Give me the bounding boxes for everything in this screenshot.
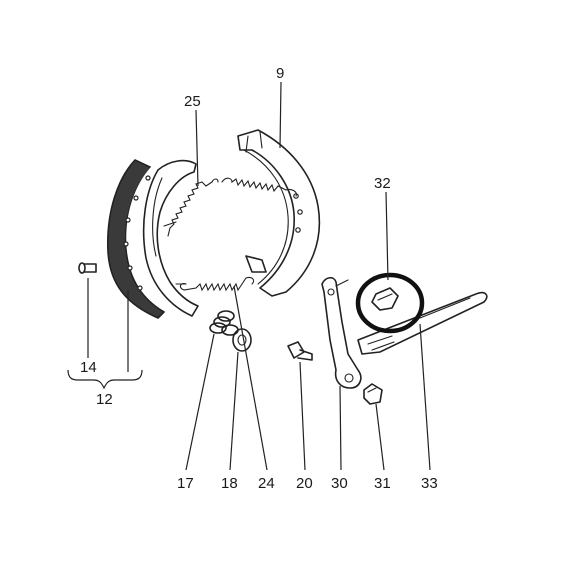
label-part-32: 32 xyxy=(374,175,391,192)
retaining-clip xyxy=(363,383,383,405)
leader-lines xyxy=(67,81,431,471)
adjuster-strut xyxy=(357,291,488,355)
label-part-12: 12 xyxy=(96,391,113,408)
brake-shoe-lining xyxy=(106,159,165,319)
adjuster-clip xyxy=(371,287,399,311)
upper-cross-spring xyxy=(221,177,297,197)
label-part-20: 20 xyxy=(296,475,313,492)
upper-return-spring xyxy=(167,178,219,237)
label-part-17: 17 xyxy=(177,475,194,492)
label-part-14: 14 xyxy=(80,359,97,376)
brake-shoe-right xyxy=(237,129,321,297)
adjuster-bolt xyxy=(287,341,313,361)
label-part-9: 9 xyxy=(276,65,284,82)
label-part-18: 18 xyxy=(221,475,238,492)
label-part-33: 33 xyxy=(421,475,438,492)
label-part-30: 30 xyxy=(331,475,348,492)
hold-down-spring xyxy=(209,310,239,336)
lower-return-spring xyxy=(175,276,255,292)
part-labels: 9 25 32 14 12 17 18 24 20 30 31 33 xyxy=(80,65,438,492)
label-part-24: 24 xyxy=(258,475,275,492)
brake-shoe-web-left xyxy=(142,159,199,317)
label-part-31: 31 xyxy=(374,475,391,492)
highlight-ring xyxy=(355,272,425,334)
shoe-hold-pin xyxy=(78,262,97,274)
label-part-25: 25 xyxy=(184,93,201,110)
parking-brake-lever xyxy=(321,276,362,389)
